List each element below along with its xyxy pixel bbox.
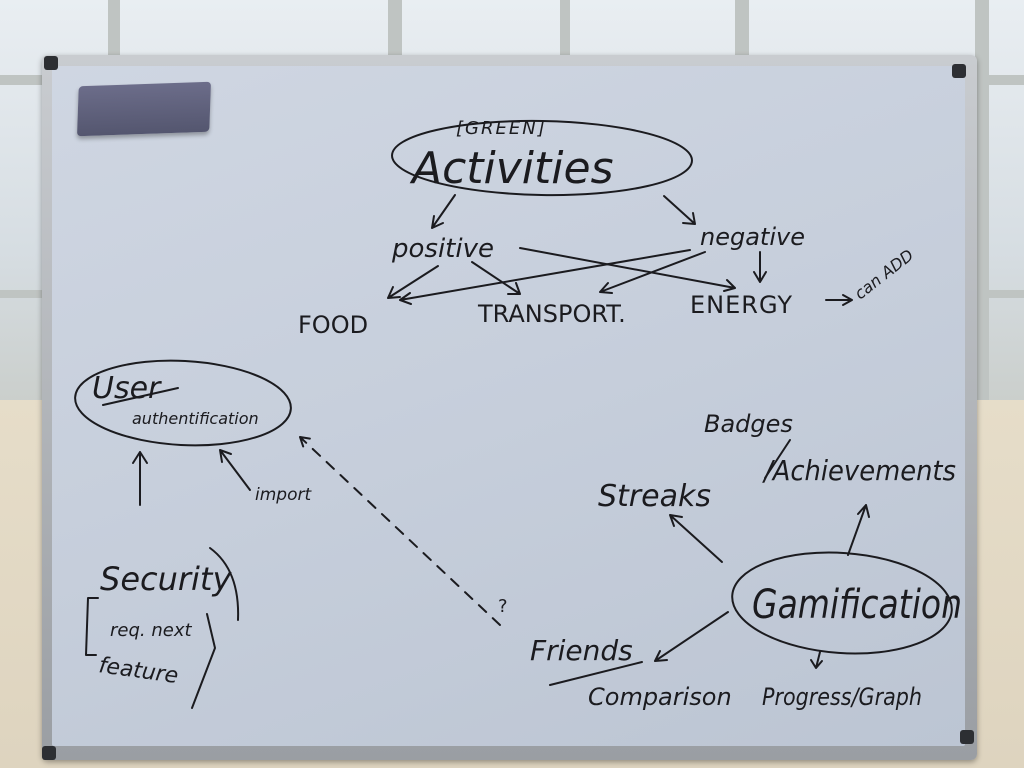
positive-label: positive xyxy=(391,234,494,264)
security-curve xyxy=(209,547,240,621)
arrow-positive-transport xyxy=(471,261,521,295)
arrow-negative-transport xyxy=(599,251,706,294)
arrow-to-positive xyxy=(431,194,456,229)
achievements-label: /Achievements xyxy=(761,454,956,487)
arrow-energy-add xyxy=(825,294,853,306)
friends-underline xyxy=(549,661,643,686)
activities-ellipse xyxy=(391,119,693,197)
activities-bracket-label: [GREEN] xyxy=(456,118,547,139)
security-note-line1: req. next xyxy=(110,620,192,641)
arrow-gamification-achievements xyxy=(847,504,870,556)
badges-label: Badges xyxy=(704,410,793,438)
arrow-negative-food xyxy=(399,249,691,305)
arrow-to-negative xyxy=(663,195,696,225)
frame-corner xyxy=(952,64,966,78)
frame-corner xyxy=(42,746,56,760)
security-bracket-left xyxy=(85,597,99,656)
arrow-import-user xyxy=(219,449,251,491)
window-mullion xyxy=(735,0,749,60)
whiteboard-surface xyxy=(52,66,965,746)
can-add-label: can ADD xyxy=(851,245,917,303)
user-ellipse xyxy=(74,359,292,447)
question-mark: ? xyxy=(498,596,508,617)
streaks-label: Streaks xyxy=(598,479,711,514)
window-mullion xyxy=(975,0,989,410)
user-title: User xyxy=(92,371,162,406)
friends-label: Friends xyxy=(530,634,633,667)
comparison-label: Comparison xyxy=(588,683,732,711)
window-mullion xyxy=(108,0,120,60)
import-label: import xyxy=(255,485,312,505)
gamification-ellipse xyxy=(731,551,953,655)
transport-label: TRANSPORT. xyxy=(477,300,626,328)
arrow-positive-energy xyxy=(519,247,736,292)
arrow-security-user xyxy=(132,451,148,506)
arrow-gamification-progress xyxy=(810,651,823,669)
arrow-negative-energy xyxy=(753,251,767,283)
window-mullion xyxy=(388,0,402,60)
security-bracket-right xyxy=(191,613,216,709)
gamification-title: Gamification xyxy=(752,582,962,628)
food-label: FOOD xyxy=(298,311,368,339)
dashed-friends-user xyxy=(299,436,501,626)
activities-title: Activities xyxy=(409,143,614,194)
frame-corner xyxy=(960,730,974,744)
window-mullion xyxy=(560,0,570,60)
arrow-gamification-streaks xyxy=(669,514,723,563)
user-underline xyxy=(102,387,179,406)
arrow-gamification-friends xyxy=(654,611,729,662)
energy-label: ENERGY xyxy=(690,291,793,319)
badges-slash xyxy=(764,439,791,479)
security-note-line2: feature xyxy=(97,653,180,689)
negative-label: negative xyxy=(700,223,805,251)
progress-label: Progress/Graph xyxy=(762,683,922,711)
frame-corner xyxy=(44,56,58,70)
user-subtitle: authentification xyxy=(132,409,259,428)
arrow-positive-food xyxy=(387,265,439,299)
security-title: Security xyxy=(100,560,232,598)
